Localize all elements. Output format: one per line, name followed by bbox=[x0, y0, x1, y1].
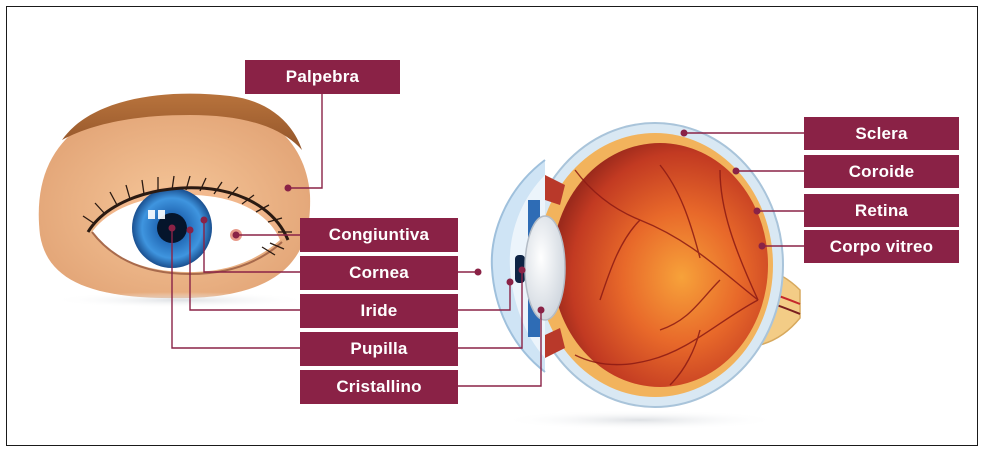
label-congiuntiva: Congiuntiva bbox=[300, 218, 458, 252]
label-cornea: Cornea bbox=[300, 256, 458, 290]
label-cristallino: Cristallino bbox=[300, 370, 458, 404]
label-corpo-vitreo: Corpo vitreo bbox=[804, 230, 959, 263]
eye-cross-section bbox=[492, 123, 800, 430]
label-sclera: Sclera bbox=[804, 117, 959, 150]
label-coroide: Coroide bbox=[804, 155, 959, 188]
lens bbox=[525, 216, 565, 320]
label-pupilla: Pupilla bbox=[300, 332, 458, 366]
retina-vitreous bbox=[552, 143, 768, 387]
label-retina: Retina bbox=[804, 194, 959, 227]
label-iride: Iride bbox=[300, 294, 458, 328]
label-palpebra: Palpebra bbox=[245, 60, 400, 94]
external-eye bbox=[39, 94, 310, 308]
